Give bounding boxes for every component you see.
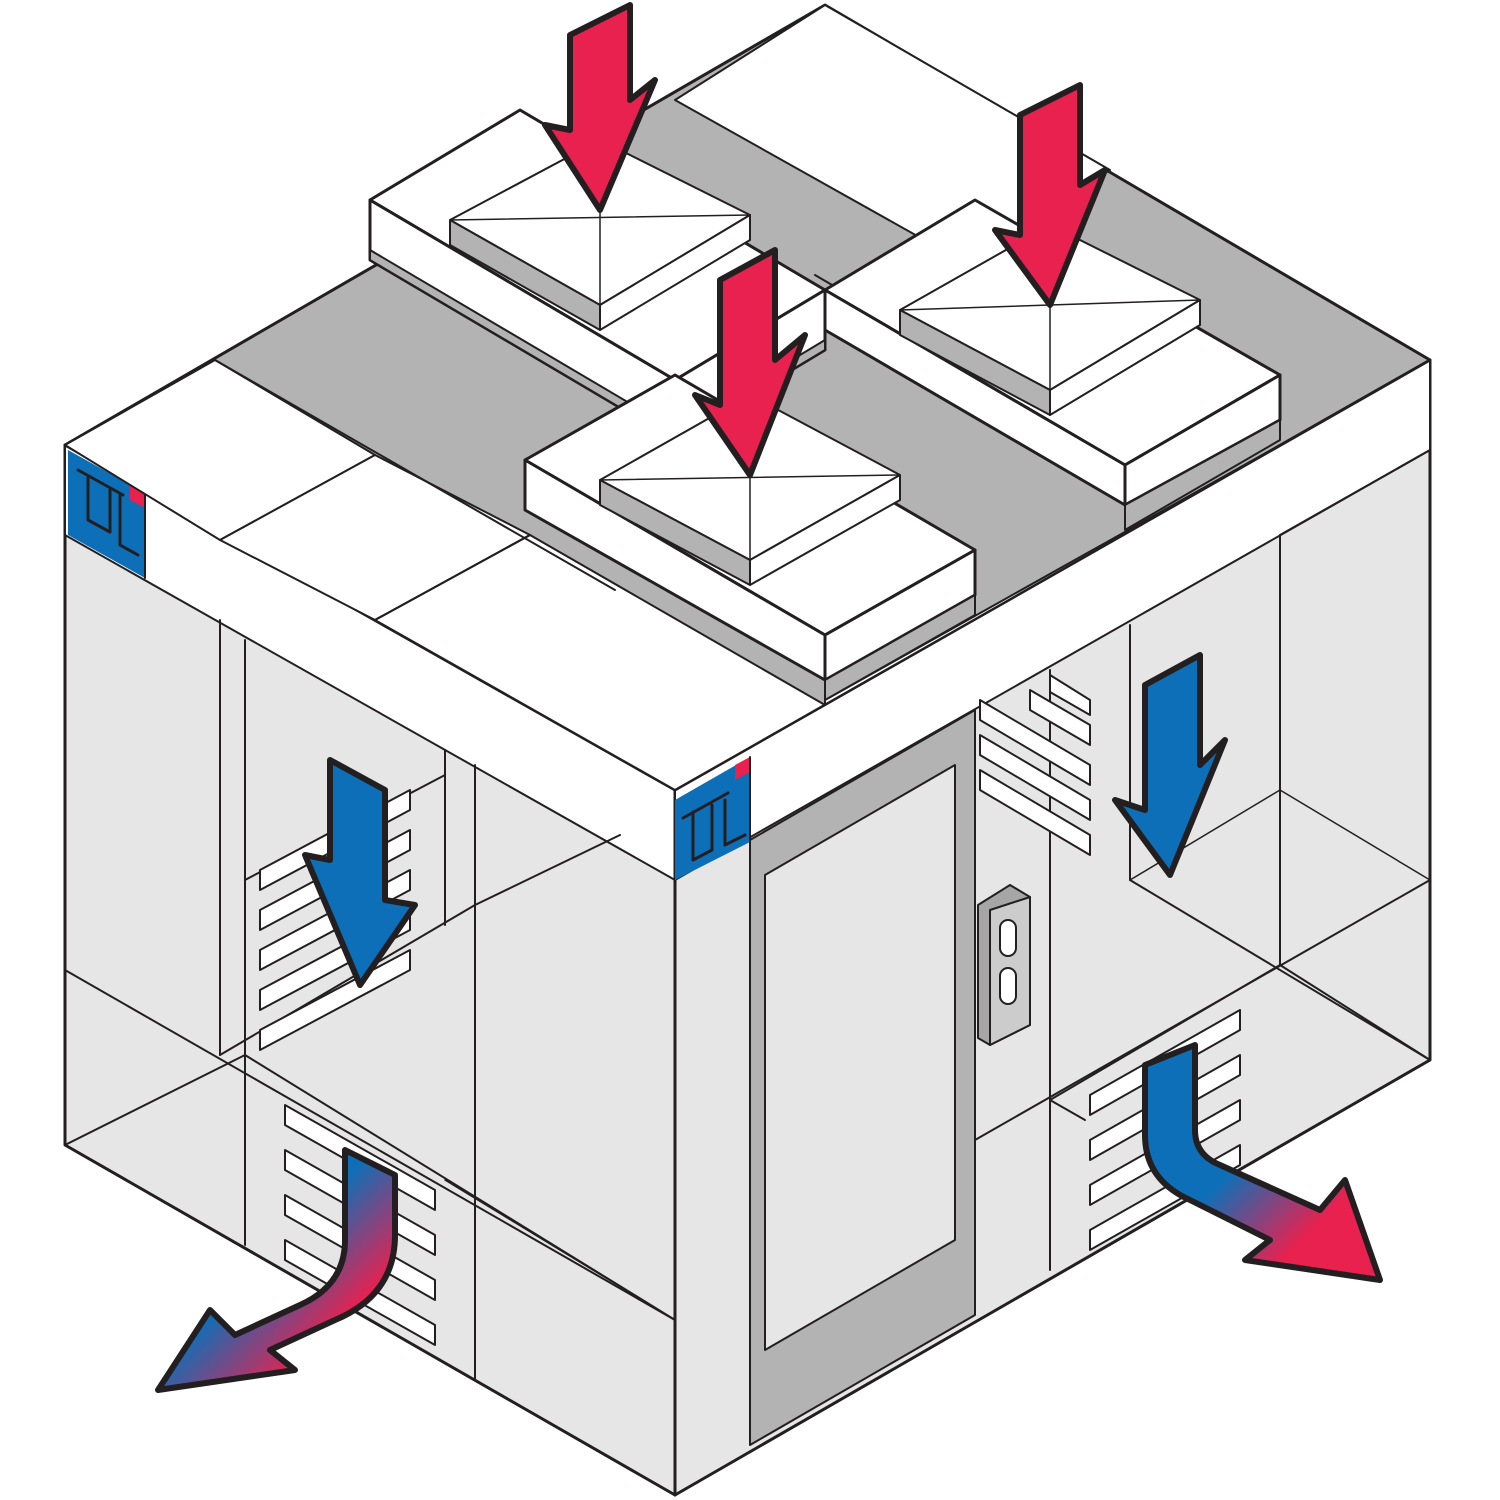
right-wall xyxy=(673,358,1432,1497)
supply-arrow-1 xyxy=(542,2,658,213)
fan-filter-unit-2 xyxy=(823,198,1282,531)
exhaust-arrow-left xyxy=(155,1147,398,1393)
supply-air-arrows xyxy=(542,2,1108,478)
fan-filter-unit-3 xyxy=(523,373,977,701)
fan-filter-unit-1 xyxy=(368,108,827,442)
supply-arrow-3 xyxy=(692,247,808,478)
door[interactable] xyxy=(749,709,976,1446)
return-arrow-left xyxy=(302,757,418,988)
return-arrow-right xyxy=(1112,652,1228,878)
exhaust-arrow-right xyxy=(1142,1042,1383,1283)
logo-badge-left xyxy=(68,450,146,579)
return-air-arrows xyxy=(302,652,1228,988)
logo-badge-right xyxy=(675,756,751,880)
return-air-grille-right xyxy=(979,674,1091,856)
door-control-panel[interactable] xyxy=(977,884,1031,1046)
supply-arrow-2 xyxy=(992,82,1108,308)
